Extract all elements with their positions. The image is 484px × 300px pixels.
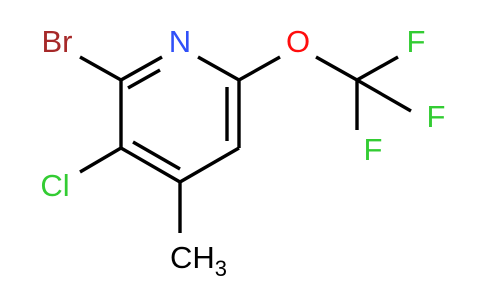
bonds <box>79 55 412 233</box>
bond-cf3-f-top <box>356 55 399 82</box>
bond-c6-n <box>197 55 240 82</box>
bond-c3-c4-inner <box>132 140 181 171</box>
atom-label-fluorine-top: F <box>407 24 426 59</box>
atom-label-methyl: CH3 <box>170 240 227 281</box>
bond-c2-br <box>79 55 122 82</box>
bond-n-c2 <box>120 55 163 82</box>
atom-label-fluorine-bottom: F <box>364 132 383 167</box>
methyl-label-main: CH <box>170 240 215 275</box>
bond-cf3-f-right <box>356 78 412 113</box>
bond-n-c2-inner <box>127 68 161 90</box>
bond-c4-c5 <box>179 146 240 184</box>
bond-o-cf3 <box>315 55 358 82</box>
bond-c3-c4 <box>120 146 181 184</box>
bond-c6-o <box>238 55 281 82</box>
bond-c3-cl <box>79 146 122 174</box>
atom-label-fluorine-right: F <box>427 99 446 134</box>
atom-label-bromine: Br <box>42 24 73 59</box>
atom-label-nitrogen: N <box>169 24 191 59</box>
atom-label-oxygen: O <box>286 24 310 59</box>
atom-label-chlorine: Cl <box>40 168 69 203</box>
atom-labels: Br N O F F F Cl CH3 <box>40 24 445 281</box>
methyl-label-subscript: 3 <box>215 256 227 281</box>
